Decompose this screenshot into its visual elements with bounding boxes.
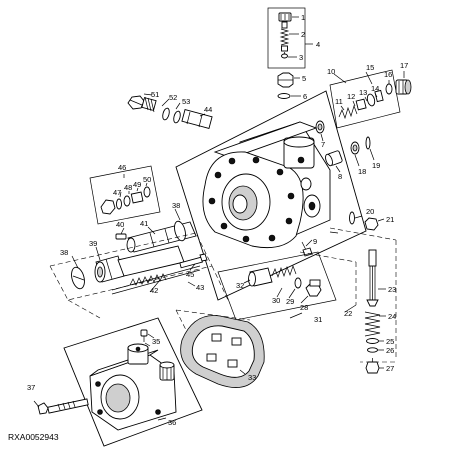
callout-15: 15 [366,63,374,72]
plug-and-o-ring [277,72,301,99]
callout-39: 39 [89,239,97,248]
callout-14: 14 [371,84,379,93]
callout-7: 7 [321,140,325,149]
callout-53: 53 [182,97,190,106]
callout-21: 21 [386,215,394,224]
callout-8: 8 [338,172,342,181]
callout-46: 46 [118,163,126,172]
valve-box-31 [217,251,337,321]
callout-27: 27 [386,364,394,373]
leader-lines [71,71,405,421]
bolt-37 [33,398,89,415]
callout-51: 51 [151,90,159,99]
callout-23: 23 [388,285,396,294]
callout-10: 10 [327,67,335,76]
callout-5: 5 [302,74,306,83]
fitting-16-17 [385,79,412,95]
callout-36: 36 [168,418,176,427]
callout-16: 16 [384,70,392,79]
callout-22: 22 [344,309,352,318]
callout-50: 50 [143,175,151,184]
callout-11: 11 [335,97,343,106]
callout-6: 6 [303,92,307,101]
callout-38-upper: 38 [172,201,180,210]
screw-35 [140,329,155,342]
plugs-7-8-18-19 [315,120,375,173]
callout-33: 33 [248,373,256,382]
callout-18: 18 [358,167,366,176]
callout-20: 20 [366,207,374,216]
callout-29: 29 [286,297,294,306]
callout-17: 17 [400,61,408,70]
callout-35: 35 [152,337,160,346]
callout-19: 19 [372,161,380,170]
callout-44: 44 [204,105,212,114]
figure-reference: RXA0052943 [8,432,59,442]
callout-1: 1 [301,13,305,22]
callout-13: 13 [359,88,367,97]
callout-37: 37 [27,383,35,392]
callout-40: 40 [116,220,124,229]
callout-28: 28 [300,303,308,312]
callout-31: 31 [314,315,322,324]
callout-26: 26 [386,346,394,355]
callout-43: 43 [196,283,204,292]
callout-2: 2 [301,30,305,39]
callout-12: 12 [347,92,355,101]
callout-4: 4 [316,40,320,49]
callout-41: 41 [140,219,148,228]
callout-3: 3 [299,53,303,62]
callout-48: 48 [124,183,132,192]
pressure-valve-22-27 [364,249,386,374]
gasket-33 [180,315,265,388]
callout-45: 45 [186,270,194,279]
callout-32: 32 [236,281,244,290]
pump-housing-body [202,121,331,257]
callout-52: 52 [169,93,177,102]
fittings-20-21 [349,211,385,231]
front-cover-housing [89,343,177,431]
valve-assembly-box [267,7,313,69]
plug-51-to-44 [127,93,213,129]
callout-25: 25 [386,337,394,346]
callout-9: 9 [313,237,317,246]
fitting-box-46 [89,165,161,225]
callout-labels: 1 2 3 4 5 6 7 8 9 10 11 12 13 14 15 16 1… [27,13,408,427]
front-cover-box [63,317,203,447]
callout-49: 49 [133,180,141,189]
relief-valve-box [329,69,401,129]
callout-30: 30 [272,296,280,305]
callout-38-lower: 38 [60,248,68,257]
callout-24: 24 [388,312,396,321]
callout-47: 47 [113,188,121,197]
callout-42: 42 [150,286,158,295]
